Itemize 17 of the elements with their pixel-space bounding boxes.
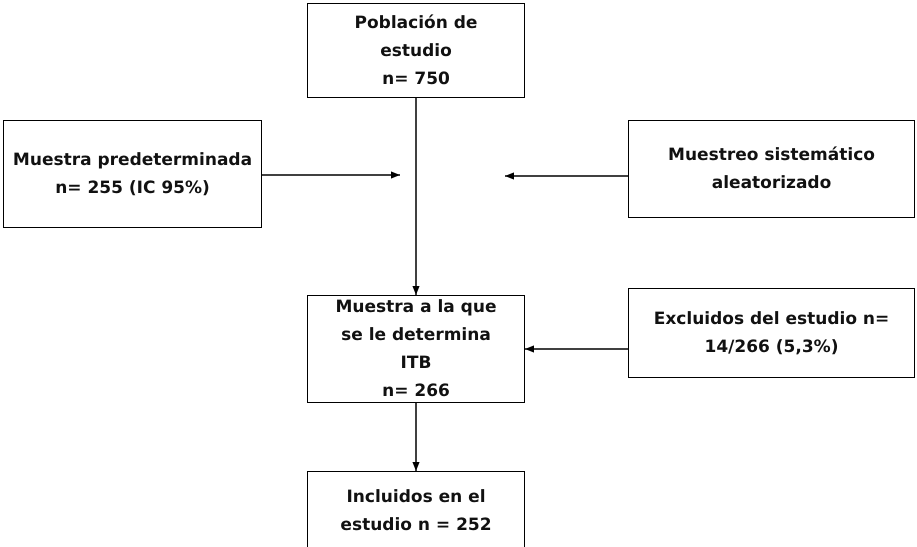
process-box <box>628 288 915 378</box>
arrow <box>525 345 628 353</box>
box-text: Excluidos del estudio n= 14/266 (5,3%) <box>652 308 890 359</box>
process-box <box>628 120 915 218</box>
arrow <box>505 172 628 180</box>
box-text: n= 750 <box>382 68 450 90</box>
process-box <box>307 471 525 547</box>
process-box <box>3 120 262 228</box>
box-text: n= 266 <box>382 380 450 403</box>
arrow <box>412 403 420 471</box>
box-text: Incluidos en el estudio n = 252 <box>339 486 493 537</box>
process-box <box>307 295 525 403</box>
box-text: Muestreo sistemático aleatorizado <box>667 144 876 195</box>
arrow <box>262 171 400 179</box>
process-box <box>307 3 525 98</box>
box-text: Muestra predeterminada n= 255 (IC 95%) <box>12 149 253 200</box>
arrow <box>412 98 420 295</box>
